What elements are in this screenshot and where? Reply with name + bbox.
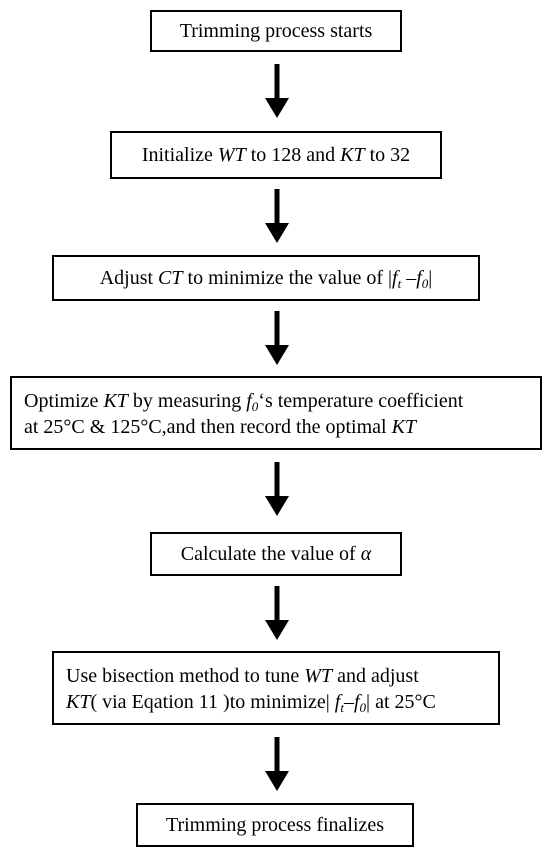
- adjust-prefix: Adjust: [99, 267, 159, 289]
- initialize-step-text: Initialize WT to 128 and KT to 32: [142, 142, 410, 168]
- minus-sign: –: [401, 267, 417, 289]
- ct-variable: CT: [158, 267, 183, 289]
- adjust-ct-step-text: Adjust CT to minimize the value of |ft –…: [100, 265, 433, 291]
- finish-step-box: Trimming process finalizes: [136, 803, 414, 847]
- bisection-line-1: Use bisection method to tune WT and adju…: [66, 663, 486, 689]
- abs-bar-close: |: [428, 267, 433, 289]
- init-prefix: Initialize: [141, 144, 218, 166]
- start-step-text: Trimming process starts: [179, 20, 373, 42]
- optimize-line2-prefix: at 25°C & 125°C,and then record the opti…: [24, 416, 392, 438]
- bisection-line2-suffix: at 25°C: [370, 691, 436, 713]
- arrow-down-icon: [265, 64, 289, 118]
- calculate-alpha-step-box: Calculate the value of α: [150, 532, 402, 576]
- start-step-box: Trimming process starts: [150, 10, 402, 52]
- calculate-prefix: Calculate the value of: [180, 543, 361, 565]
- init-mid: to 128 and: [245, 144, 341, 166]
- arrow-down-icon: [265, 311, 289, 365]
- abs-bar-open: |: [325, 691, 335, 713]
- f-symbol: f: [392, 267, 398, 289]
- bisection-line-2: KT( via Eqation 11 )to minimize| ft–f0| …: [66, 689, 486, 715]
- f-symbol: f: [416, 267, 422, 289]
- kt-variable: KT: [66, 691, 91, 713]
- calculate-alpha-step-text: Calculate the value of α: [181, 541, 371, 567]
- f-symbol: f: [353, 691, 360, 713]
- abs-bar-open: |: [388, 267, 393, 289]
- kt-variable: KT: [103, 390, 128, 412]
- optimize-suffix: ‘s temperature coefficient: [258, 390, 464, 412]
- t-subscript: t: [340, 700, 344, 715]
- bisection-step-box: Use bisection method to tune WT and adju…: [52, 651, 500, 725]
- wt-variable: WT: [304, 665, 333, 687]
- arrow-down-icon: [265, 462, 289, 516]
- optimize-kt-step-box: Optimize KT by measuring f0‘s temperatur…: [10, 376, 542, 450]
- initialize-step-box: Initialize WT to 128 and KT to 32: [110, 131, 442, 179]
- abs-bar-close: |: [366, 691, 371, 713]
- f-symbol: f: [246, 390, 252, 412]
- optimize-line-1: Optimize KT by measuring f0‘s temperatur…: [24, 388, 528, 414]
- adjust-ct-step-box: Adjust CT to minimize the value of |ft –…: [52, 255, 480, 301]
- t-subscript: t: [397, 276, 402, 291]
- optimize-mid: by measuring: [127, 390, 247, 412]
- optimize-line-2: at 25°C & 125°C,and then record the opti…: [24, 414, 528, 440]
- kt-variable: KT: [391, 416, 417, 438]
- kt-variable: KT: [340, 144, 365, 166]
- adjust-middle: to minimize the value of: [182, 267, 389, 289]
- arrow-down-icon: [265, 189, 289, 243]
- init-suffix: to 32: [364, 144, 411, 166]
- minus-sign: –: [343, 691, 354, 713]
- zero-subscript: 0: [359, 700, 367, 715]
- optimize-prefix: Optimize: [24, 390, 104, 412]
- alpha-symbol: α: [360, 543, 372, 565]
- bisection-suffix: and adjust: [332, 665, 419, 687]
- wt-variable: WT: [217, 144, 246, 166]
- zero-subscript: 0: [421, 276, 429, 291]
- f-symbol: f: [334, 691, 341, 713]
- arrow-down-icon: [265, 737, 289, 791]
- zero-subscript: 0: [251, 399, 259, 414]
- bisection-mid: ( via Eqation 11 )to minimize: [90, 691, 326, 713]
- bisection-prefix: Use bisection method to tune: [66, 665, 305, 687]
- finish-step-text: Trimming process finalizes: [165, 814, 385, 836]
- arrow-down-icon: [265, 586, 289, 640]
